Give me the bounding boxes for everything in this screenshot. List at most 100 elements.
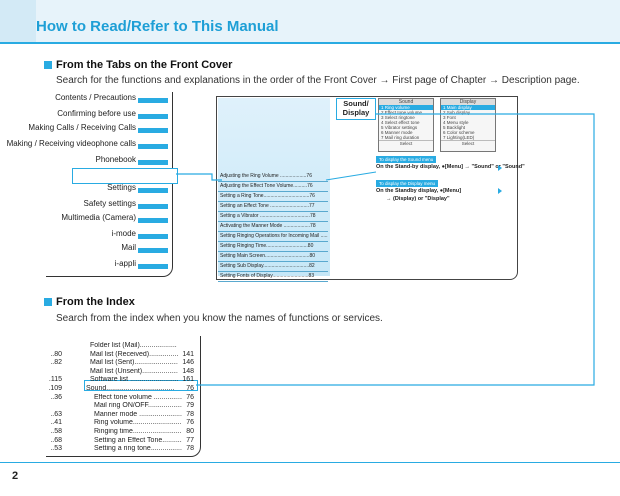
header-rule <box>0 42 620 44</box>
screen-menu-row: 3 Font <box>443 115 456 120</box>
index-entry-page: 78 <box>186 445 194 453</box>
screen-menu-row: 5 Backlight <box>443 125 466 130</box>
cover-tab-marker <box>138 188 168 193</box>
index-entry-label: Manner mode ............................… <box>94 410 182 418</box>
cover-tab-label: Confirming before use <box>57 110 136 118</box>
index-entry-page: 76 <box>186 419 194 427</box>
section-bullet-icon <box>44 61 52 69</box>
cover-tab-label: Safety settings <box>83 200 136 208</box>
chapter-menu-item: Setting an Effect Tone .................… <box>218 202 328 212</box>
chapter-menu-item: Activating the Manner Mode .............… <box>218 222 328 232</box>
chapter-menu-item: Setting Fonts of Display................… <box>218 272 328 282</box>
cover-tab-label: i-mode <box>111 230 136 238</box>
page-title: How to Read/Refer to This Manual <box>36 18 279 35</box>
cover-tab-marker <box>138 114 168 119</box>
display-screen-title: Display <box>441 99 495 105</box>
screen-menu-row: 6 Color scheme <box>443 130 475 135</box>
sound-menu-note-head: To display the Sound menu <box>376 156 437 163</box>
chapter-menu-item: Setting Ringing Time....................… <box>218 242 328 252</box>
sound-screen-footer: Select <box>379 140 433 146</box>
screen-menu-row: 4 Select effect tone <box>381 120 420 125</box>
screen-menu-row: 1 Main display <box>441 105 495 110</box>
cover-tab-9: i-mode <box>0 230 176 244</box>
index-entry-page: 80 <box>186 428 194 435</box>
cover-tab-7: Safety settings <box>0 200 176 214</box>
index-entry-label: Mail list (Sent)........................… <box>90 359 178 367</box>
cover-tab-6: Settings <box>0 184 176 198</box>
screen-menu-row: 2 Sub display <box>443 110 471 115</box>
index-entry-label: Effect tone volume .....................… <box>94 393 182 401</box>
chapter-menu-item: Adjusting the Ring Volume ..............… <box>218 172 328 182</box>
index-entry-label: Mail list (Received)....................… <box>90 350 178 358</box>
cover-tab-1: Confirming before use <box>0 110 176 124</box>
screen-menu-row: 7 Lighting(LED) <box>443 135 475 140</box>
header-band <box>0 0 620 42</box>
index-entry-page: 141 <box>182 350 194 358</box>
index-left-page: ..80 <box>50 350 62 358</box>
cover-tab-marker <box>138 264 168 269</box>
cover-tab-marker <box>138 248 168 253</box>
section-heading-front-cover: From the Tabs on the Front Cover <box>56 59 233 71</box>
index-entry-label: Mail ring ON/OFF........................… <box>94 402 182 410</box>
cover-tab-2: Making Calls / Receiving Calls <box>0 124 176 138</box>
index-entry-page: 146 <box>182 359 194 367</box>
index-left-page: .115 <box>48 376 62 384</box>
index-entry-label: Ring volume.............................… <box>94 419 182 427</box>
screen-menu-row: 7 Mail ring duration <box>381 135 420 140</box>
cover-tab-marker <box>138 128 168 133</box>
cover-tab-label: i-appli <box>114 260 136 268</box>
index-entry-label: Ringing time............................… <box>94 428 182 435</box>
cover-tab-marker <box>138 204 168 209</box>
index-left-page: ..82 <box>50 359 62 367</box>
chapter-tab-label: Sound/ Display <box>336 98 376 120</box>
cover-tab-label: Settings <box>107 184 136 192</box>
chapter-menu-list: Adjusting the Ring Volume ..............… <box>218 172 328 282</box>
index-left-page: ..68 <box>50 436 62 444</box>
front-cover-illustration <box>46 92 173 277</box>
index-entry-page: 76 <box>186 385 194 392</box>
chapter-menu-item: Setting Sub Display.....................… <box>218 262 328 272</box>
chapter-menu-item: Setting a Ring Tone.....................… <box>218 192 328 202</box>
chapter-menu-item: Adjusting the Effect Tone Volume........… <box>218 182 328 192</box>
cover-tab-marker <box>138 160 168 165</box>
chapter-menu-item: Setting a Vibrator .....................… <box>218 212 328 222</box>
cover-tab-label: Making / Receiving videophone calls <box>6 140 136 148</box>
screen-menu-row: 4 Menu style <box>443 120 469 125</box>
sound-screen-title: Sound <box>379 99 433 105</box>
index-entry-page: 148 <box>182 367 194 375</box>
section-description-index: Search from the index when you know the … <box>56 313 383 324</box>
index-left-page: ..53 <box>50 445 62 453</box>
screen-menu-row: 1 Ring volume <box>379 105 433 110</box>
index-entry-label: Folder list (Mail)................... <box>90 342 177 349</box>
note-arrow-icon <box>498 188 502 194</box>
display-screen-footer: Select <box>441 140 495 146</box>
index-entry-label: Setting a ring tone.....................… <box>94 445 182 453</box>
index-entry-label: Software list ..........................… <box>90 376 178 384</box>
cover-tab-label: Making Calls / Receiving Calls <box>28 124 136 132</box>
index-left-page: ..63 <box>50 410 62 418</box>
section-bullet-icon <box>44 298 52 306</box>
page-number: 2 <box>12 470 19 482</box>
cover-tab-10: Mail <box>0 244 176 258</box>
screen-menu-row: 6 Manner mode <box>381 130 413 135</box>
index-left-page: .109 <box>48 385 62 392</box>
index-entry-page: 77 <box>186 436 194 444</box>
cover-tab-marker <box>138 144 168 149</box>
section-description-front-cover: Search for the functions and explanation… <box>56 75 580 86</box>
index-left-page: ..41 <box>50 419 62 427</box>
sound-menu-note-text: On the Stand-by display, ●[Menu] → "Soun… <box>376 164 525 170</box>
screen-menu-row: 5 Vibrator settings <box>381 125 418 130</box>
index-entry-page: 78 <box>186 410 194 418</box>
note-arrow-icon <box>498 165 502 171</box>
footer-rule <box>0 462 620 463</box>
chapter-menu-item: Setting Main Screen.....................… <box>218 252 328 262</box>
display-menu-note-line2: → (Display) or "Display" <box>386 196 450 202</box>
index-left-page: ..36 <box>50 393 62 401</box>
cover-tab-label: Phonebook <box>95 156 136 164</box>
cover-tab-label: Contents / Precautions <box>55 94 136 102</box>
